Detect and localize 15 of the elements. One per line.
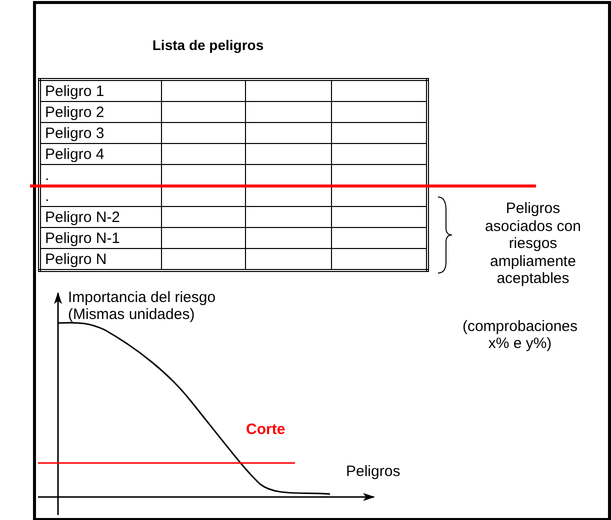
axis-label: Peligros	[346, 463, 400, 480]
cut-label: Corte	[246, 421, 286, 438]
hazard-label: Peligro 1	[45, 82, 104, 100]
hazard-label: Peligro N	[45, 250, 107, 268]
brace-note: Peligros asociados con riesgos ampliamente aceptables	[484, 200, 582, 288]
hazard-label: Peligro 2	[45, 104, 104, 120]
hazard-label: Peligro 3	[45, 124, 104, 142]
note: (comprobaciones x% e y%)	[461, 318, 579, 352]
axis-label: Importancia del riesgo (Mismas unidades)	[68, 289, 217, 323]
hazard-label: .	[45, 188, 50, 204]
hazard-label: Peligro 4	[45, 146, 104, 162]
title: Lista de peligros	[151, 37, 265, 54]
hazard-label: Peligro N-2	[45, 208, 120, 226]
hazard-label: .	[45, 166, 50, 184]
hazard-label: Peligro N-1	[45, 230, 120, 246]
